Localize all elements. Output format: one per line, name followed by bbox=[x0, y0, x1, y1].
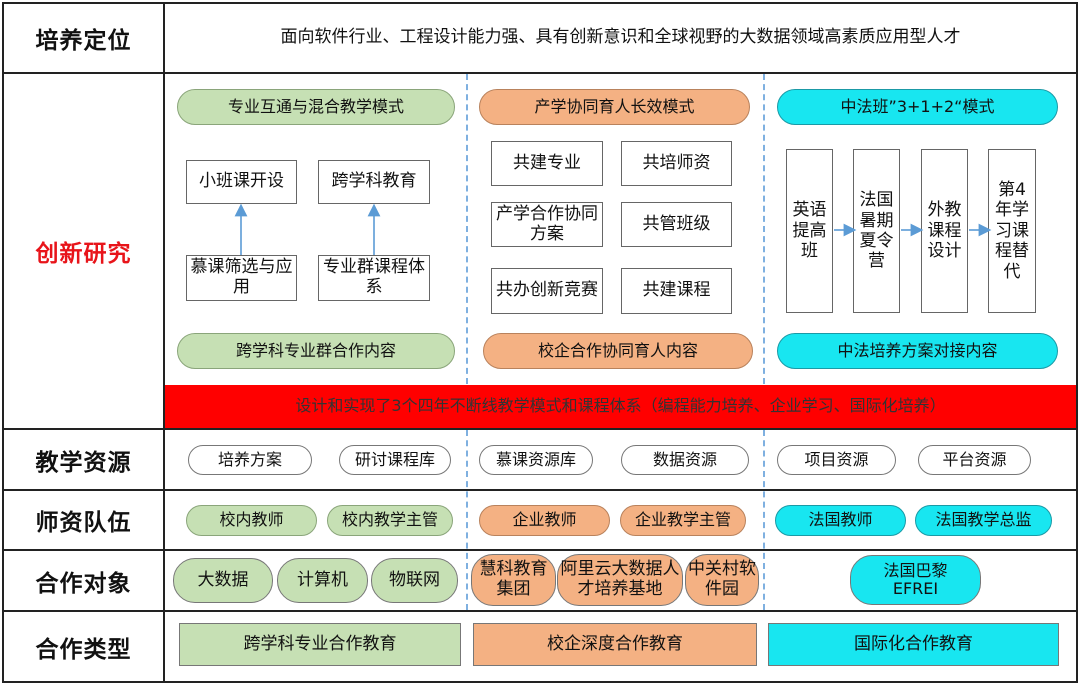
col2-box-coconstruct-major: 共建专业 bbox=[491, 141, 603, 186]
row-divider-4 bbox=[2, 549, 1078, 551]
row-divider-2 bbox=[2, 428, 1078, 430]
col2-box-cotrain-faculty: 共培师资 bbox=[621, 141, 732, 186]
col2-box-coop-plan: 产学合作协同方案 bbox=[491, 202, 603, 247]
col1-box-interdisciplinary: 跨学科教育 bbox=[318, 160, 430, 204]
col2-box-cohost-competition: 共办创新竞赛 bbox=[491, 268, 603, 314]
partner-bigdata: 大数据 bbox=[173, 558, 273, 603]
col1-box-curriculum: 专业群课程体系 bbox=[318, 255, 430, 301]
resource-mooc-library: 慕课资源库 bbox=[479, 445, 593, 475]
positioning-text: 面向软件行业、工程设计能力强、具有创新意识和全球视野的大数据领域高素质应用型人才 bbox=[280, 27, 961, 48]
row-label-positioning: 培养定位 bbox=[35, 28, 132, 54]
col3-step-summer-camp: 法国暑期夏令营 bbox=[853, 149, 900, 313]
innovation-banner: 设计和实现了3个四年不断线教学模式和课程体系（编程能力培养、企业学习、国际化培养… bbox=[165, 385, 1076, 428]
col1-arrows bbox=[234, 203, 381, 255]
row-label-partners: 合作对象 bbox=[35, 570, 132, 597]
partner-zhongguancun: 中关村软件园 bbox=[685, 554, 759, 606]
label-column-divider bbox=[163, 2, 165, 683]
type-international: 国际化合作教育 bbox=[768, 623, 1059, 666]
col3-title: 中法班”3+1+2“模式 bbox=[777, 89, 1058, 125]
col1-title: 专业互通与混合教学模式 bbox=[177, 89, 455, 125]
partner-aliyun: 阿里云大数据人才培养基地 bbox=[557, 554, 683, 606]
col2-title: 产学协同育人长效模式 bbox=[479, 89, 750, 125]
faculty-enterprise-supervisor: 企业教学主管 bbox=[620, 505, 746, 536]
row-label-faculty: 师资队伍 bbox=[35, 510, 132, 536]
col3-step-english: 英语提高班 bbox=[786, 149, 833, 313]
type-interdisciplinary: 跨学科专业合作教育 bbox=[179, 623, 461, 666]
row-divider-3 bbox=[2, 489, 1078, 491]
row-label-types: 合作类型 bbox=[35, 636, 132, 663]
partner-computer: 计算机 bbox=[277, 558, 368, 603]
col3-arrows bbox=[834, 223, 992, 237]
resource-training-plan: 培养方案 bbox=[188, 445, 312, 475]
col2-box-comanage-class: 共管班级 bbox=[621, 202, 732, 247]
row-label-innovation: 创新研究 bbox=[35, 241, 132, 267]
resource-seminar-library: 研讨课程库 bbox=[339, 445, 451, 475]
partner-efrei: 法国巴黎EFREI bbox=[850, 555, 981, 605]
faculty-french-director: 法国教学总监 bbox=[915, 505, 1052, 536]
type-enterprise: 校企深度合作教育 bbox=[473, 623, 757, 666]
dashed-separator-2 bbox=[763, 74, 765, 384]
resource-data: 数据资源 bbox=[621, 445, 749, 475]
row-divider-1 bbox=[2, 72, 1078, 74]
col3-step-foreign-course: 外教课程设计 bbox=[921, 149, 968, 313]
dashed-separator-1 bbox=[466, 74, 468, 384]
partner-iot: 物联网 bbox=[371, 558, 458, 603]
col1-footer: 跨学科专业群合作内容 bbox=[177, 333, 455, 369]
resource-project: 项目资源 bbox=[777, 445, 896, 475]
col1-box-mooc: 慕课筛选与应用 bbox=[186, 255, 297, 301]
col2-box-cobuild-course: 共建课程 bbox=[621, 268, 732, 314]
col3-footer: 中法培养方案对接内容 bbox=[777, 333, 1058, 369]
col3-step-year4: 第4年学习课程替代 bbox=[988, 149, 1036, 313]
faculty-internal-supervisor: 校内教学主管 bbox=[327, 505, 453, 536]
dashed-separator-4 bbox=[763, 430, 765, 610]
resource-platform: 平台资源 bbox=[918, 445, 1031, 475]
faculty-internal-teacher: 校内教师 bbox=[186, 505, 317, 536]
partner-huike: 慧科教育集团 bbox=[471, 554, 556, 606]
row-label-resources: 教学资源 bbox=[35, 449, 132, 476]
faculty-enterprise-teacher: 企业教师 bbox=[479, 505, 610, 536]
faculty-french-teacher: 法国教师 bbox=[775, 505, 906, 536]
dashed-separator-3 bbox=[466, 430, 468, 610]
col1-box-small-class: 小班课开设 bbox=[186, 160, 297, 204]
col2-footer: 校企合作协同育人内容 bbox=[483, 333, 753, 369]
row-divider-5 bbox=[2, 610, 1078, 612]
